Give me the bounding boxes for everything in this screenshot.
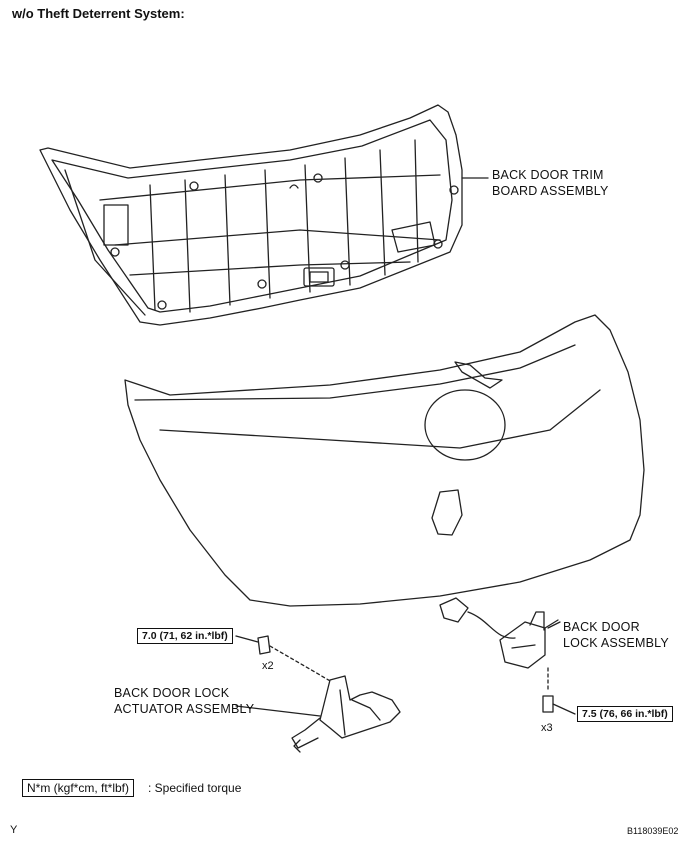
actuator-torque-box: 7.0 (71, 62 in.*lbf) (137, 628, 233, 644)
lock-assembly-label-line1: BACK DOOR (563, 620, 640, 634)
torque-legend-text: : Specified torque (148, 781, 242, 795)
lock-leader (547, 621, 561, 629)
trim-board-label-line1: BACK DOOR TRIM (492, 168, 604, 182)
actuator-label-line2: ACTUATOR ASSEMBLY (114, 702, 255, 716)
footer-left-mark: Y (10, 824, 18, 836)
lock-assembly-drawing (439, 597, 561, 669)
actuator-label: BACK DOOR LOCK ACTUATOR ASSEMBLY (114, 685, 254, 717)
trim-board-label-line2: BOARD ASSEMBLY (492, 184, 609, 198)
trim-board-label: BACK DOOR TRIM BOARD ASSEMBLY (492, 167, 609, 199)
figure-code: B118039E02 (627, 826, 679, 836)
lock-bolt-qty: x3 (541, 722, 553, 734)
actuator-drawing (235, 635, 401, 753)
trim-board-drawing (39, 104, 463, 326)
lock-assembly-label: BACK DOOR LOCK ASSEMBLY (563, 619, 669, 651)
lock-torque-box: 7.5 (76, 66 in.*lbf) (577, 706, 673, 722)
lock-assembly-label-line2: LOCK ASSEMBLY (563, 636, 669, 650)
page-title: w/o Theft Deterrent System: (12, 6, 185, 21)
back-door-drawing (124, 314, 645, 607)
torque-legend-box: N*m (kgf*cm, ft*lbf) (22, 779, 135, 797)
actuator-bolt-qty: x2 (262, 660, 274, 672)
actuator-label-line1: BACK DOOR LOCK (114, 686, 230, 700)
